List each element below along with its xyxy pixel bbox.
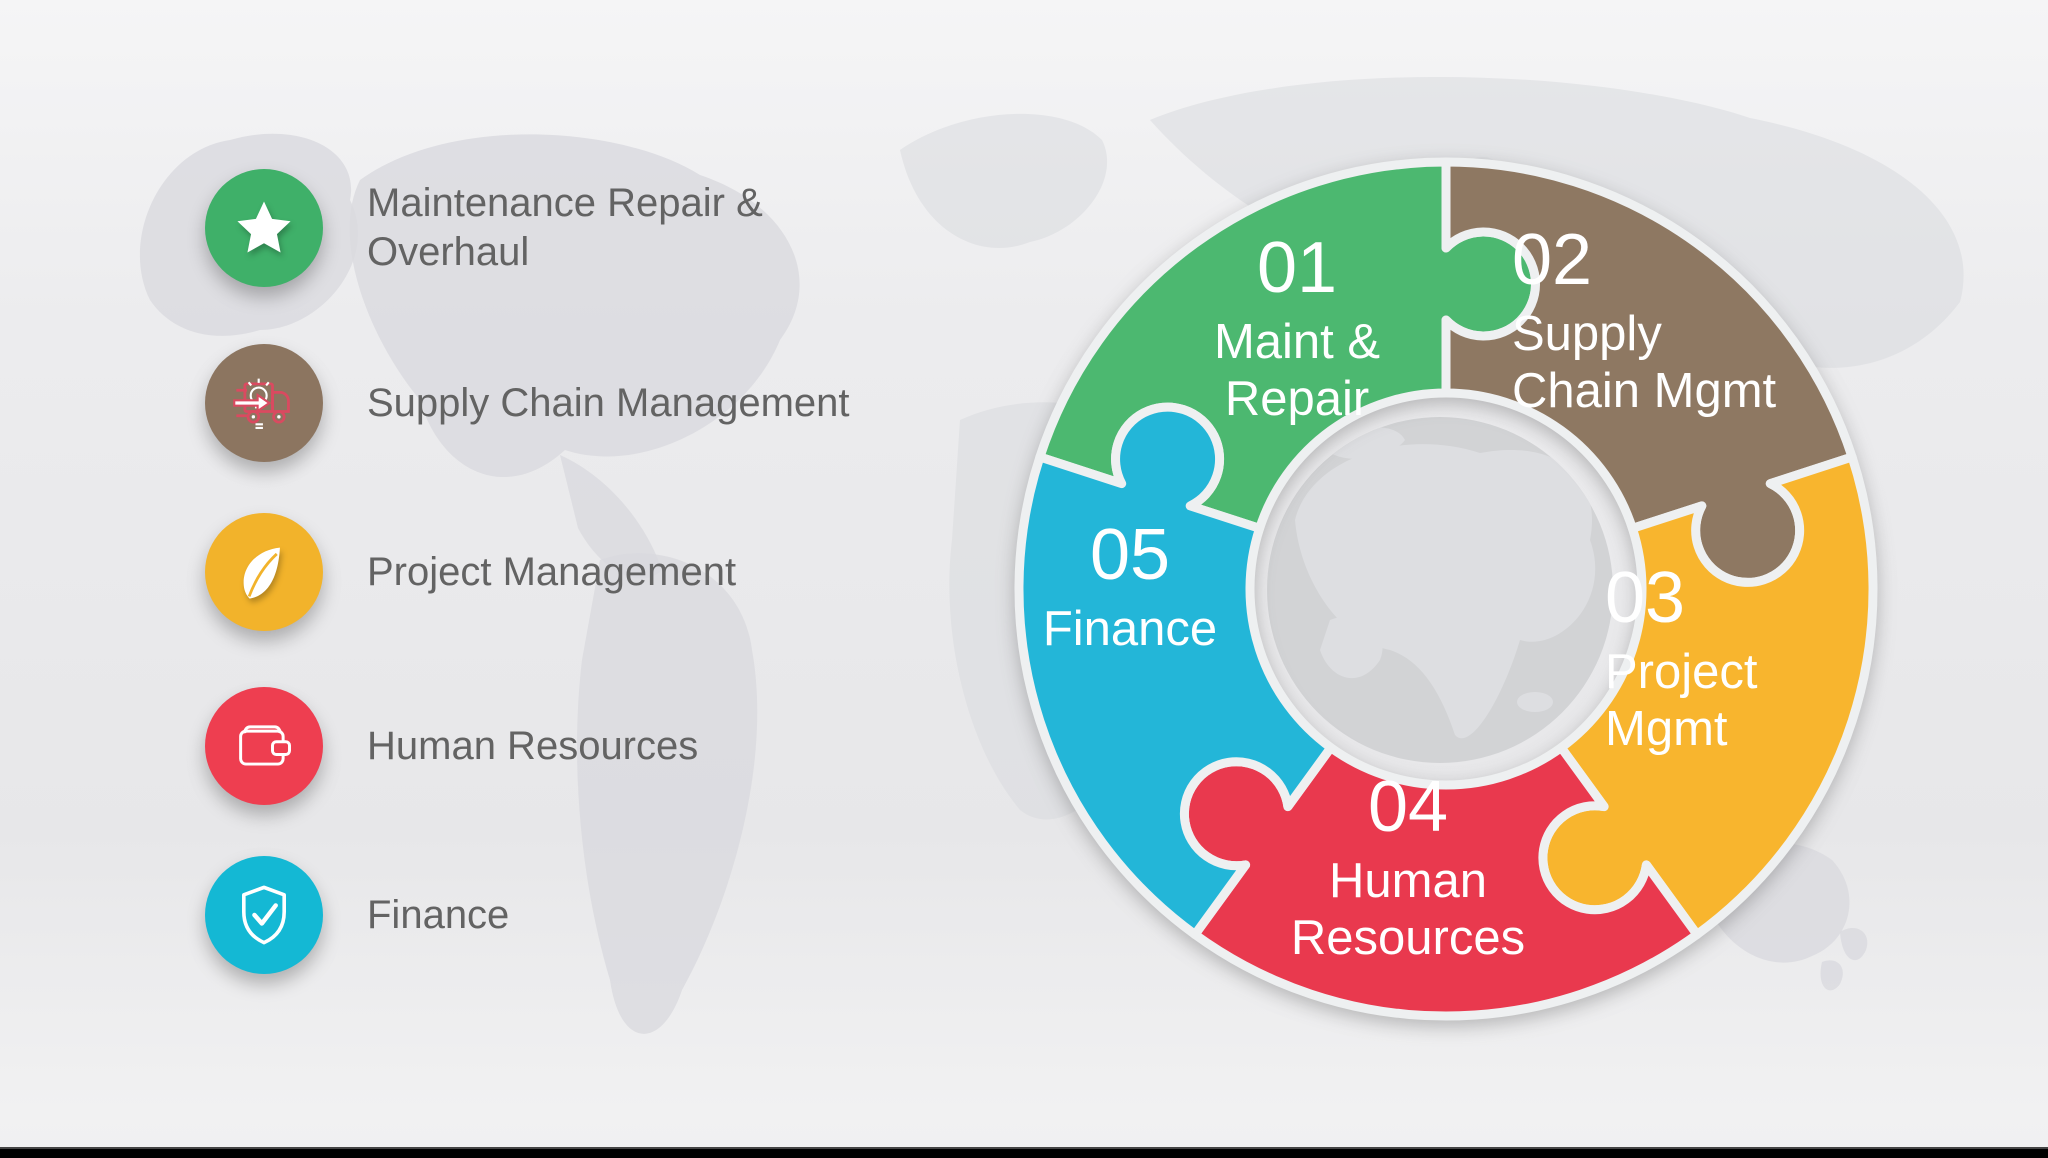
legend-item-supply-chain: Supply Chain Management [205, 344, 850, 462]
legend-label-line2: Overhaul [367, 230, 530, 274]
legend-label-line1: Supply Chain Management [367, 380, 850, 425]
leaf-glyph [243, 547, 280, 599]
delivery-truck-glyph [233, 378, 290, 430]
legend-label-line1: Maintenance Repair & [367, 181, 763, 225]
bottom-black-bar [0, 1147, 2048, 1158]
shield-check-glyph [242, 885, 286, 945]
legend-label: Human Resources [367, 722, 698, 771]
legend-label: Finance [367, 891, 509, 940]
legend-label: Project Management [367, 548, 736, 597]
center-globe [1267, 417, 1613, 763]
puzzle-piece-05 [1014, 402, 1336, 939]
wallet-icon [205, 687, 323, 805]
wallet-glyph [239, 725, 291, 766]
legend-item-project: Project Management [205, 513, 736, 631]
legend-label-line1: Human Resources [367, 723, 699, 768]
star-icon [205, 169, 323, 287]
legend-label: Supply Chain Management [367, 379, 850, 428]
legend-label: Maintenance Repair & Overhaul [367, 179, 763, 277]
legend-item-maintenance: Maintenance Repair & Overhaul [205, 169, 763, 287]
star-glyph [237, 201, 291, 253]
puzzle-pieces [1014, 157, 1878, 1021]
legend-label-line1: Finance [367, 892, 510, 937]
legend-item-human-resources: Human Resources [205, 687, 698, 805]
shield-check-icon [205, 856, 323, 974]
leaf-icon [205, 513, 323, 631]
legend-item-finance: Finance [205, 856, 509, 974]
legend-label-line1: Project Management [367, 549, 737, 594]
delivery-truck-icon [205, 344, 323, 462]
